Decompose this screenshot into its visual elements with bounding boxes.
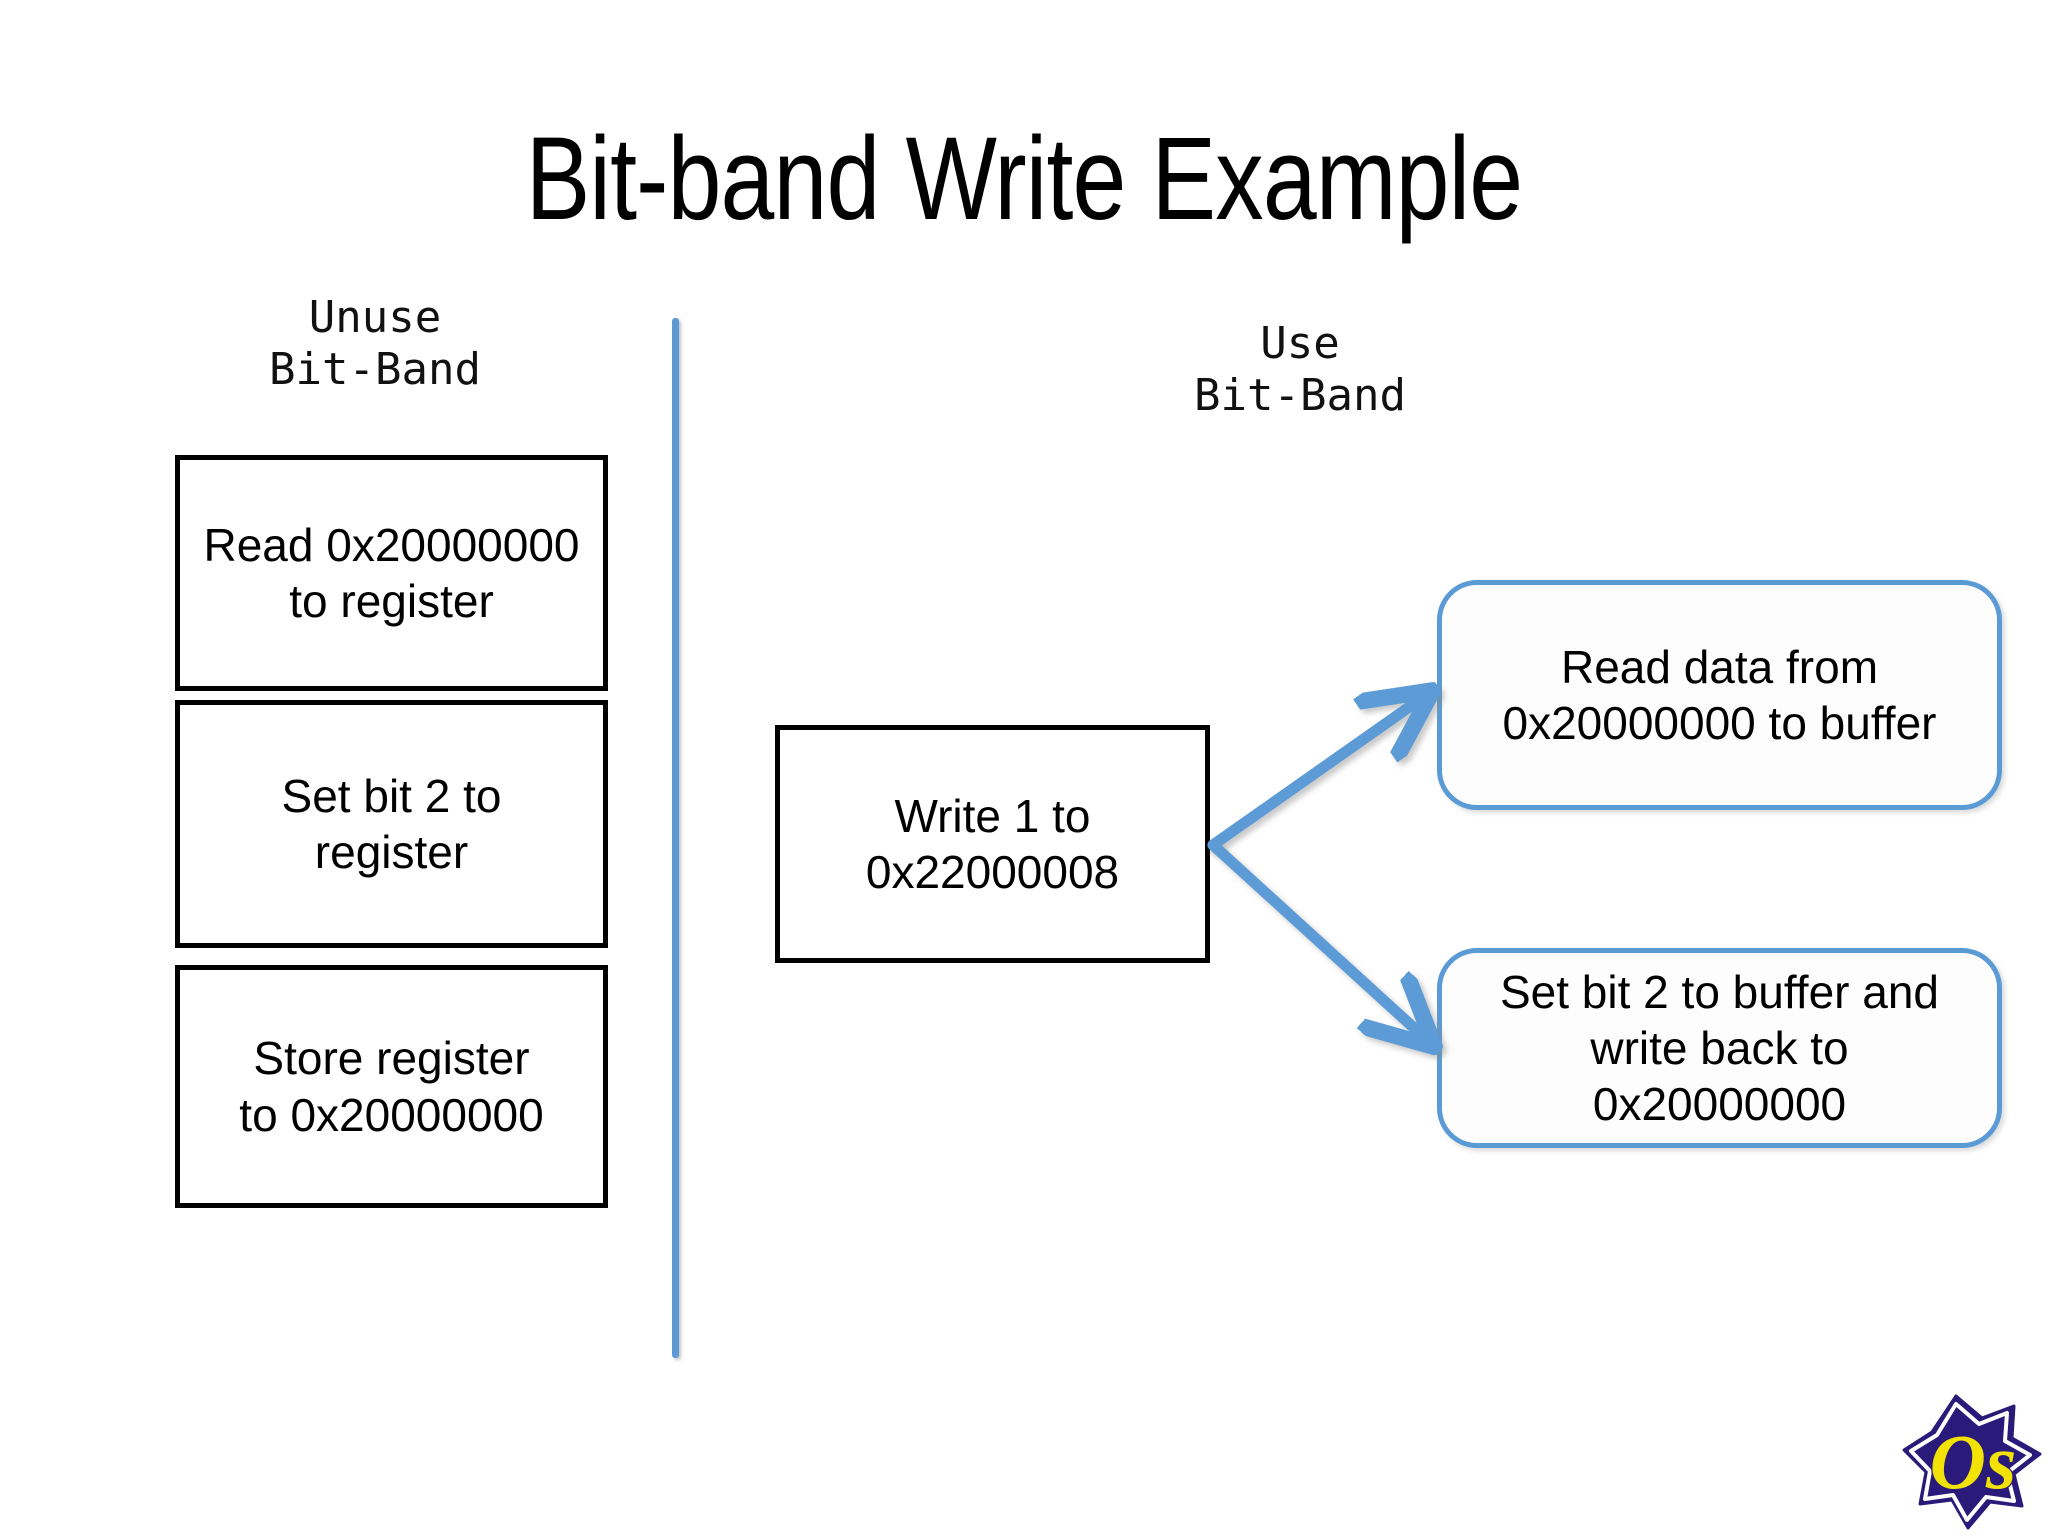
logo-text: Os [1930, 1418, 2017, 1505]
os-star-logo: Os [1902, 1394, 2042, 1530]
arrow-to-set-buffer [1207, 839, 1425, 1038]
arrow-to-read-buffer [1207, 698, 1422, 851]
step-box-set-bit-2-to-buffer-write-back: Set bit 2 to buffer and write back to 0x… [1437, 948, 2002, 1148]
step-box-store-register: Store register to 0x20000000 [175, 965, 608, 1208]
step-box-set-bit-2-to-register: Set bit 2 to register [175, 700, 608, 948]
vertical-divider-line [672, 318, 679, 1358]
page-title: Bit-band Write Example [525, 113, 1523, 245]
star-shape [1902, 1394, 2042, 1530]
step-box-read-data-to-buffer: Read data from 0x20000000 to buffer [1437, 580, 2002, 810]
step-box-read-to-register: Read 0x20000000 to register [175, 455, 608, 691]
column-caption-use-bit-band: Use Bit-Band [1194, 318, 1406, 421]
step-box-write-1-to-bitband-alias: Write 1 to 0x22000008 [775, 725, 1210, 963]
column-caption-unuse-bit-band: Unuse Bit-Band [269, 292, 481, 395]
